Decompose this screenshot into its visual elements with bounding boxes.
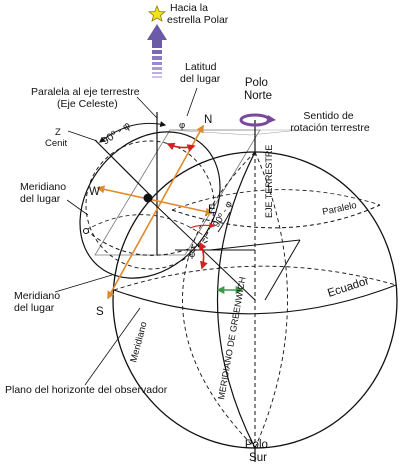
local-meridian-top-label: Meridiano del lugar (20, 181, 69, 205)
horizon-plane-label: Plano del horizonte del observador (5, 384, 168, 396)
phi-top-label: φ (179, 120, 185, 131)
east-label: E (208, 204, 216, 216)
west-label: W (89, 186, 100, 198)
earth-axis-label: EJE TERRESTRE (264, 145, 274, 218)
polaris-line-1: Hacia la (170, 2, 208, 14)
star-icon (147, 4, 167, 22)
north-label: N (204, 114, 212, 126)
north-pole-label: Polo Norte (244, 77, 272, 102)
phi-lower-label: φ (189, 249, 195, 260)
greenwich-label: MERIDIANO DE GREENWICH (216, 276, 247, 400)
local-meridian-bottom-label: Meridiano del lugar (14, 290, 63, 314)
meridian-label: Meridiano (128, 321, 149, 364)
polaris-label: Hacia la estrella Polar (167, 2, 229, 26)
rotation-label: Sentido de rotación terrestre (290, 110, 370, 134)
up-arrow-icon (147, 24, 167, 78)
zenith-label: Z Cenit (45, 127, 68, 149)
celestial-axis-label: (Eje Celeste) (57, 98, 118, 110)
south-pole-label: Polo Sur (245, 439, 271, 464)
parallel-axis-label: Paralela al eje terrestre (31, 86, 140, 98)
polaris-line-2: estrella Polar (167, 14, 229, 26)
rotation-arrow-icon (239, 113, 276, 127)
south-label: S (96, 306, 104, 318)
celestial-sphere (79, 131, 221, 279)
latitude-label: Latitud del lugar (180, 61, 221, 85)
